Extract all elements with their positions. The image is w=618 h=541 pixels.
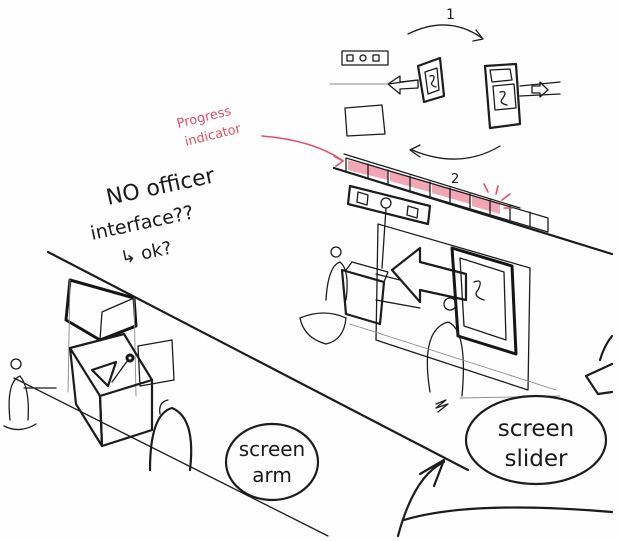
screen-arm-bubble: screen arm (226, 424, 318, 500)
cycle-arrow-top (408, 25, 482, 38)
screen-arm-text-line2: arm (252, 463, 292, 487)
officer-note-line1: NO officer (104, 163, 218, 211)
scanner-top (70, 334, 152, 396)
screen-arm-scene (4, 252, 468, 536)
person-foreground (150, 408, 191, 470)
step-2-scene: 2 (300, 154, 612, 412)
scanner-body (100, 380, 152, 446)
wall-device (348, 186, 430, 224)
screen-slider-text-line1: screen (498, 416, 574, 442)
left-screen (418, 58, 444, 102)
officer-note-line3: ↳ ok? (119, 238, 174, 269)
left-arrow-icon (388, 76, 418, 94)
progress-pointer-arrow (262, 136, 342, 160)
arm-screen (138, 340, 174, 386)
screen-arm-text-line1: screen (239, 437, 305, 461)
screen-slider-bubble: screen slider (466, 396, 606, 484)
cycle-arrow-bottom (412, 146, 500, 159)
step-2-label: 2 (451, 172, 459, 187)
officer-note-line2: interface?? (88, 202, 195, 245)
tray-bowl (300, 313, 346, 344)
step-1-label: 1 (446, 7, 455, 23)
person-right-head (444, 298, 456, 310)
person-left-head (331, 247, 341, 257)
button-panel (342, 51, 388, 65)
screen-slider-text-line2: slider (505, 446, 569, 472)
bin-box (345, 105, 385, 136)
person-seated-head (11, 359, 21, 369)
flow-diagram: 1 (330, 7, 560, 159)
officer-note: NO officer interface?? ↳ ok? (88, 163, 217, 269)
side-arrow-shape (586, 364, 612, 394)
progress-indicator-note: Progress indicator (175, 104, 343, 166)
